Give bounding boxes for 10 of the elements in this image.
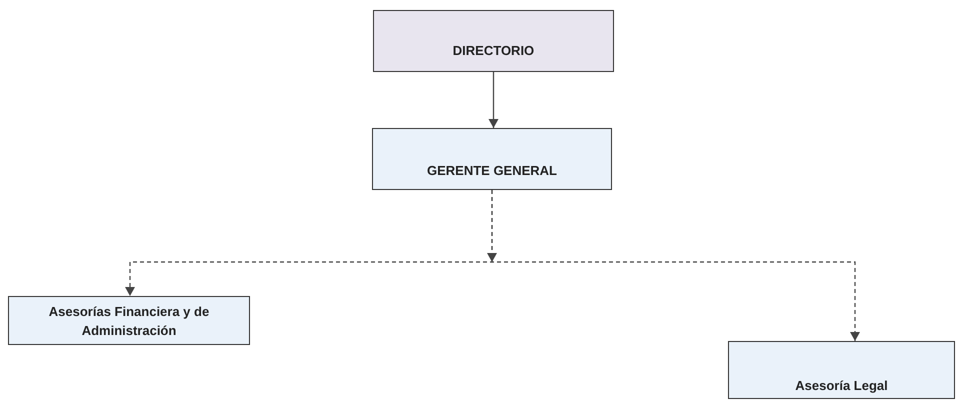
org-box — [372, 128, 612, 190]
box-label: GERENTE GENERAL — [426, 162, 557, 180]
org-box — [373, 10, 614, 72]
box-label: Asesorías Financiera y de Administración — [48, 303, 210, 340]
box-label: DIRECTORIO — [452, 42, 534, 60]
arrow — [488, 72, 498, 128]
org-box — [728, 341, 955, 399]
org-box — [8, 296, 250, 345]
box-label: Asesoría Legal — [795, 377, 888, 396]
arrow — [491, 190, 860, 341]
